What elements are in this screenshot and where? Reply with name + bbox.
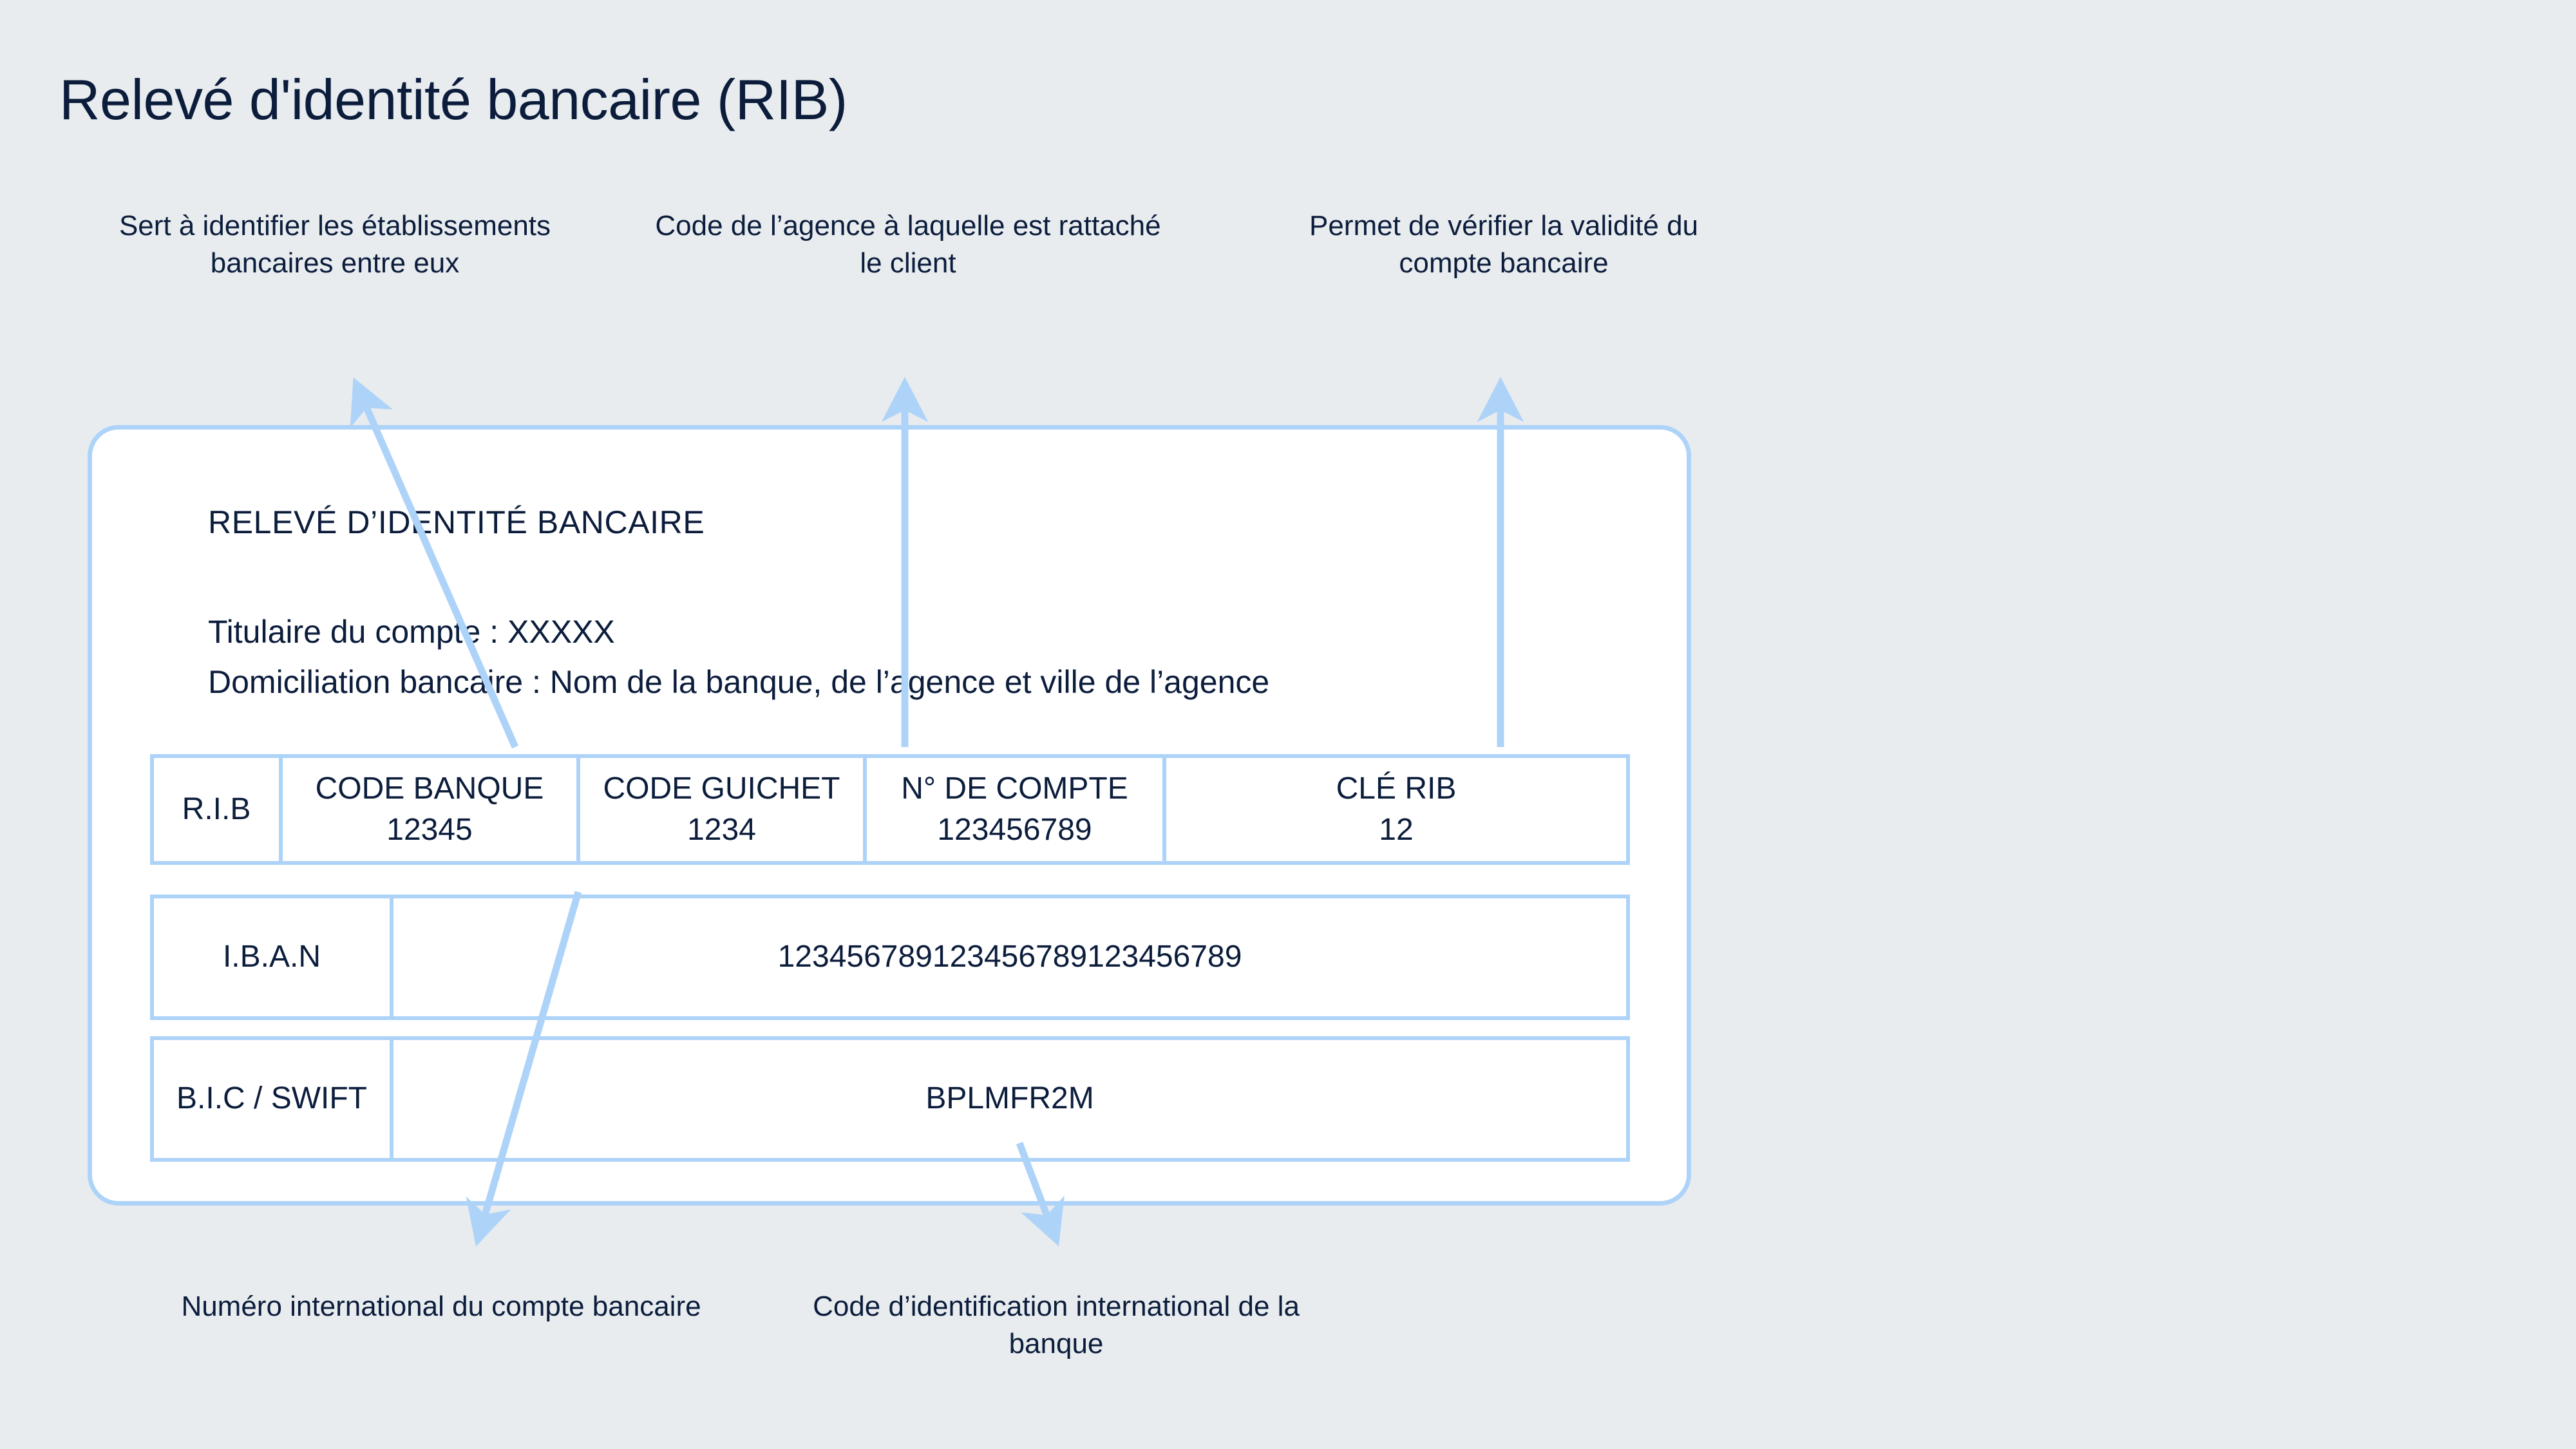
callout-code-banque: Sert à identifier les établissements ban… xyxy=(118,210,551,279)
code-guichet-label: CODE GUICHET xyxy=(603,771,840,806)
rib-owner-line: Titulaire du compte : XXXXX xyxy=(208,614,615,650)
rib-row-title: R.I.B xyxy=(182,791,251,826)
rib-card: RELEVÉ D’IDENTITÉ BANCAIRE Titulaire du … xyxy=(88,425,1691,1206)
bic-label: B.I.C / SWIFT xyxy=(176,1081,367,1116)
cle-rib-value: 12 xyxy=(1379,813,1414,847)
rib-domiciliation-line: Domiciliation bancaire : Nom de la banqu… xyxy=(208,664,1270,700)
page-title: Relevé d'identité bancaire (RIB) xyxy=(59,67,848,131)
bic-table: B.I.C / SWIFT BPLMFR2M xyxy=(150,1036,1630,1162)
numero-compte-label: N° DE COMPTE xyxy=(901,771,1128,806)
bic-value: BPLMFR2M xyxy=(925,1081,1094,1116)
numero-compte-value: 123456789 xyxy=(937,813,1092,847)
callout-iban: Numéro international du compte bancaire xyxy=(181,1291,701,1322)
rib-breakdown-table: R.I.B CODE BANQUE 12345 CODE GUICHET 123… xyxy=(150,754,1630,865)
callout-cle-rib: Permet de vérifier la validité du compte… xyxy=(1309,210,1699,279)
code-guichet-value: 1234 xyxy=(687,813,756,847)
cle-rib-label: CLÉ RIB xyxy=(1336,771,1457,806)
bic-value-cell: BPLMFR2M xyxy=(393,1040,1626,1158)
code-banque-value: 12345 xyxy=(386,813,473,847)
iban-table: I.B.A.N 123456789123456789123456789 xyxy=(150,895,1630,1020)
cell-numero-compte: N° DE COMPTE 123456789 xyxy=(867,758,1166,861)
rib-row-title-cell: R.I.B xyxy=(154,758,283,861)
cell-code-banque: CODE BANQUE 12345 xyxy=(283,758,580,861)
iban-label: I.B.A.N xyxy=(222,940,321,974)
iban-value-cell: 123456789123456789123456789 xyxy=(393,898,1626,1016)
callout-code-guichet: Code de l’agence à laquelle est rattaché… xyxy=(655,210,1161,279)
cell-cle-rib: CLÉ RIB 12 xyxy=(1166,758,1626,861)
iban-title-cell: I.B.A.N xyxy=(154,898,393,1016)
cell-code-guichet: CODE GUICHET 1234 xyxy=(580,758,867,861)
code-banque-label: CODE BANQUE xyxy=(315,771,544,806)
bic-title-cell: B.I.C / SWIFT xyxy=(154,1040,393,1158)
iban-value: 123456789123456789123456789 xyxy=(777,940,1242,974)
callout-bic: Code d’identification international de l… xyxy=(813,1291,1300,1360)
rib-heading: RELEVÉ D’IDENTITÉ BANCAIRE xyxy=(208,504,705,540)
